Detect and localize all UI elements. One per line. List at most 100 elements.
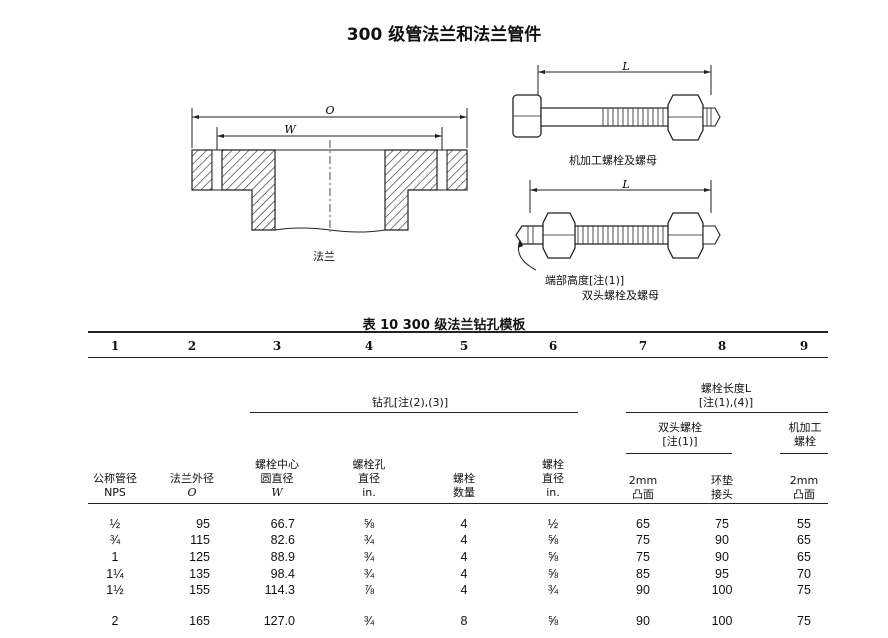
cell-stud-rf: 90 bbox=[636, 614, 650, 628]
column-number: 1 bbox=[110, 339, 120, 353]
header-line: in. bbox=[362, 486, 376, 499]
cell-bolt-diameter: ¾ bbox=[547, 583, 559, 597]
header-line: 凸面 bbox=[793, 488, 815, 501]
table-row: 1½ 155 114.3 ⅞ 4 ¾ 90 100 75 bbox=[0, 583, 888, 599]
cell-ring-joint: 100 bbox=[711, 583, 733, 597]
cell-bolt-count: 8 bbox=[460, 614, 468, 628]
column-number: 3 bbox=[272, 339, 282, 353]
machine-bolt-drawing: L bbox=[512, 60, 721, 141]
column-number: 8 bbox=[717, 339, 727, 353]
bolt-length-note: [注(1),(4)] bbox=[698, 396, 754, 409]
header-line: 凸面 bbox=[632, 488, 654, 501]
cell-hole-diameter: ¾ bbox=[363, 533, 375, 547]
cell-bolt-count: 4 bbox=[460, 550, 468, 564]
cell-bolt-diameter: ½ bbox=[547, 517, 559, 531]
header-line: 圆直径 bbox=[260, 472, 294, 485]
column-number-rule bbox=[88, 357, 828, 358]
cell-machine-rf: 55 bbox=[797, 517, 811, 531]
header-stud-raised-face: 2mm 凸面 bbox=[608, 474, 678, 502]
stud-group-note: [注(1)] bbox=[662, 435, 698, 448]
cell-hole-diameter: ⅝ bbox=[363, 517, 375, 531]
cell-nps: 1½ bbox=[106, 583, 124, 597]
dim-o-label: O bbox=[325, 104, 334, 117]
cell-machine-rf: 75 bbox=[797, 614, 811, 628]
cell-bolt-diameter: ⅝ bbox=[547, 614, 559, 628]
cell-bolt-count: 4 bbox=[460, 517, 468, 531]
cell-ring-joint: 90 bbox=[715, 550, 729, 564]
bolt-length-header: 螺栓长度L bbox=[700, 382, 752, 395]
column-number: 4 bbox=[364, 339, 374, 353]
column-number: 7 bbox=[638, 339, 648, 353]
cell-stud-rf: 85 bbox=[636, 567, 650, 581]
cell-hole-diameter: ¾ bbox=[363, 614, 375, 628]
dim-w-label: W bbox=[284, 123, 297, 136]
cell-ring-joint: 90 bbox=[715, 533, 729, 547]
cell-outer-diameter: 155 bbox=[189, 583, 210, 597]
cell-hole-diameter: ¾ bbox=[363, 567, 375, 581]
cell-outer-diameter: 125 bbox=[189, 550, 210, 564]
cell-nps: ½ bbox=[109, 517, 121, 531]
stud-bolt-drawing: L bbox=[515, 178, 721, 271]
header-nps: 公称管径 NPS bbox=[80, 472, 150, 500]
cell-stud-rf: 75 bbox=[636, 550, 650, 564]
machine-group-header-2: 螺栓 bbox=[794, 435, 816, 448]
cell-outer-diameter: 115 bbox=[190, 533, 210, 547]
cell-hole-diameter: ⅞ bbox=[363, 583, 375, 597]
flange-drawing: O W bbox=[191, 104, 468, 233]
header-machine-raised-face: 2mm 凸面 bbox=[769, 474, 839, 502]
header-line: 接头 bbox=[711, 488, 733, 501]
stud-group-header: 双头螺栓 bbox=[658, 421, 702, 434]
table-top-rule bbox=[88, 331, 828, 333]
cell-bolt-circle: 88.9 bbox=[270, 550, 295, 564]
cell-bolt-circle: 82.6 bbox=[270, 533, 295, 547]
cell-bolt-diameter: ⅝ bbox=[547, 550, 559, 564]
table-row: 2 165 127.0 ¾ 8 ⅝ 90 100 75 bbox=[0, 614, 888, 630]
header-bottom-rule bbox=[88, 503, 828, 504]
cell-ring-joint: 100 bbox=[711, 614, 733, 628]
cell-stud-rf: 90 bbox=[636, 583, 650, 597]
stud-group-rule bbox=[626, 453, 732, 454]
header-bolt-diameter: 螺栓 直径 in. bbox=[518, 458, 588, 500]
cell-machine-rf: 65 bbox=[797, 550, 811, 564]
cell-ring-joint: 95 bbox=[715, 567, 729, 581]
column-number: 2 bbox=[187, 339, 197, 353]
table-row: ½ 95 66.7 ⅝ 4 ½ 65 75 55 bbox=[0, 517, 888, 533]
column-number: 5 bbox=[459, 339, 469, 353]
cell-nps: 2 bbox=[111, 614, 119, 628]
header-line: 2mm bbox=[628, 474, 658, 487]
header-hole-diameter: 螺栓孔 直径 in. bbox=[334, 458, 404, 500]
column-number: 9 bbox=[799, 339, 809, 353]
cell-bolt-count: 4 bbox=[460, 583, 468, 597]
cell-bolt-diameter: ⅝ bbox=[547, 567, 559, 581]
header-line: 螺栓中心 bbox=[255, 458, 299, 471]
header-line: NPS bbox=[104, 486, 126, 499]
table-row: ¾ 115 82.6 ¾ 4 ⅝ 75 90 65 bbox=[0, 533, 888, 549]
header-line: 法兰外径 bbox=[170, 472, 214, 485]
dim-l2-label: L bbox=[621, 178, 629, 191]
cell-hole-diameter: ¾ bbox=[363, 550, 375, 564]
cell-bolt-circle: 98.4 bbox=[270, 567, 295, 581]
header-line: 螺栓 bbox=[542, 458, 564, 471]
header-line: W bbox=[271, 486, 283, 499]
cell-machine-rf: 65 bbox=[797, 533, 811, 547]
cell-nps: ¾ bbox=[109, 533, 121, 547]
cell-stud-rf: 65 bbox=[636, 517, 650, 531]
machine-bolt-caption: 机加工螺栓及螺母 bbox=[569, 154, 657, 167]
header-bolt-circle: 螺栓中心 圆直径 W bbox=[242, 458, 312, 500]
cell-stud-rf: 75 bbox=[636, 533, 650, 547]
bolt-length-group-rule bbox=[626, 412, 828, 413]
cell-bolt-count: 4 bbox=[460, 567, 468, 581]
column-number: 6 bbox=[548, 339, 558, 353]
header-outer-diameter: 法兰外径 O bbox=[157, 472, 227, 500]
machine-group-rule bbox=[780, 453, 828, 454]
drilling-group-header: 钻孔[注(2),(3)] bbox=[371, 396, 449, 409]
flange-caption: 法兰 bbox=[313, 250, 335, 263]
header-line: 数量 bbox=[453, 486, 475, 499]
cell-bolt-circle: 66.7 bbox=[270, 517, 295, 531]
header-line: 直径 bbox=[358, 472, 380, 485]
header-line: O bbox=[187, 486, 197, 499]
cell-outer-diameter: 95 bbox=[196, 517, 210, 531]
header-line: 直径 bbox=[542, 472, 564, 485]
header-ring-joint: 环垫 接头 bbox=[687, 474, 757, 502]
cell-bolt-diameter: ⅝ bbox=[547, 533, 559, 547]
